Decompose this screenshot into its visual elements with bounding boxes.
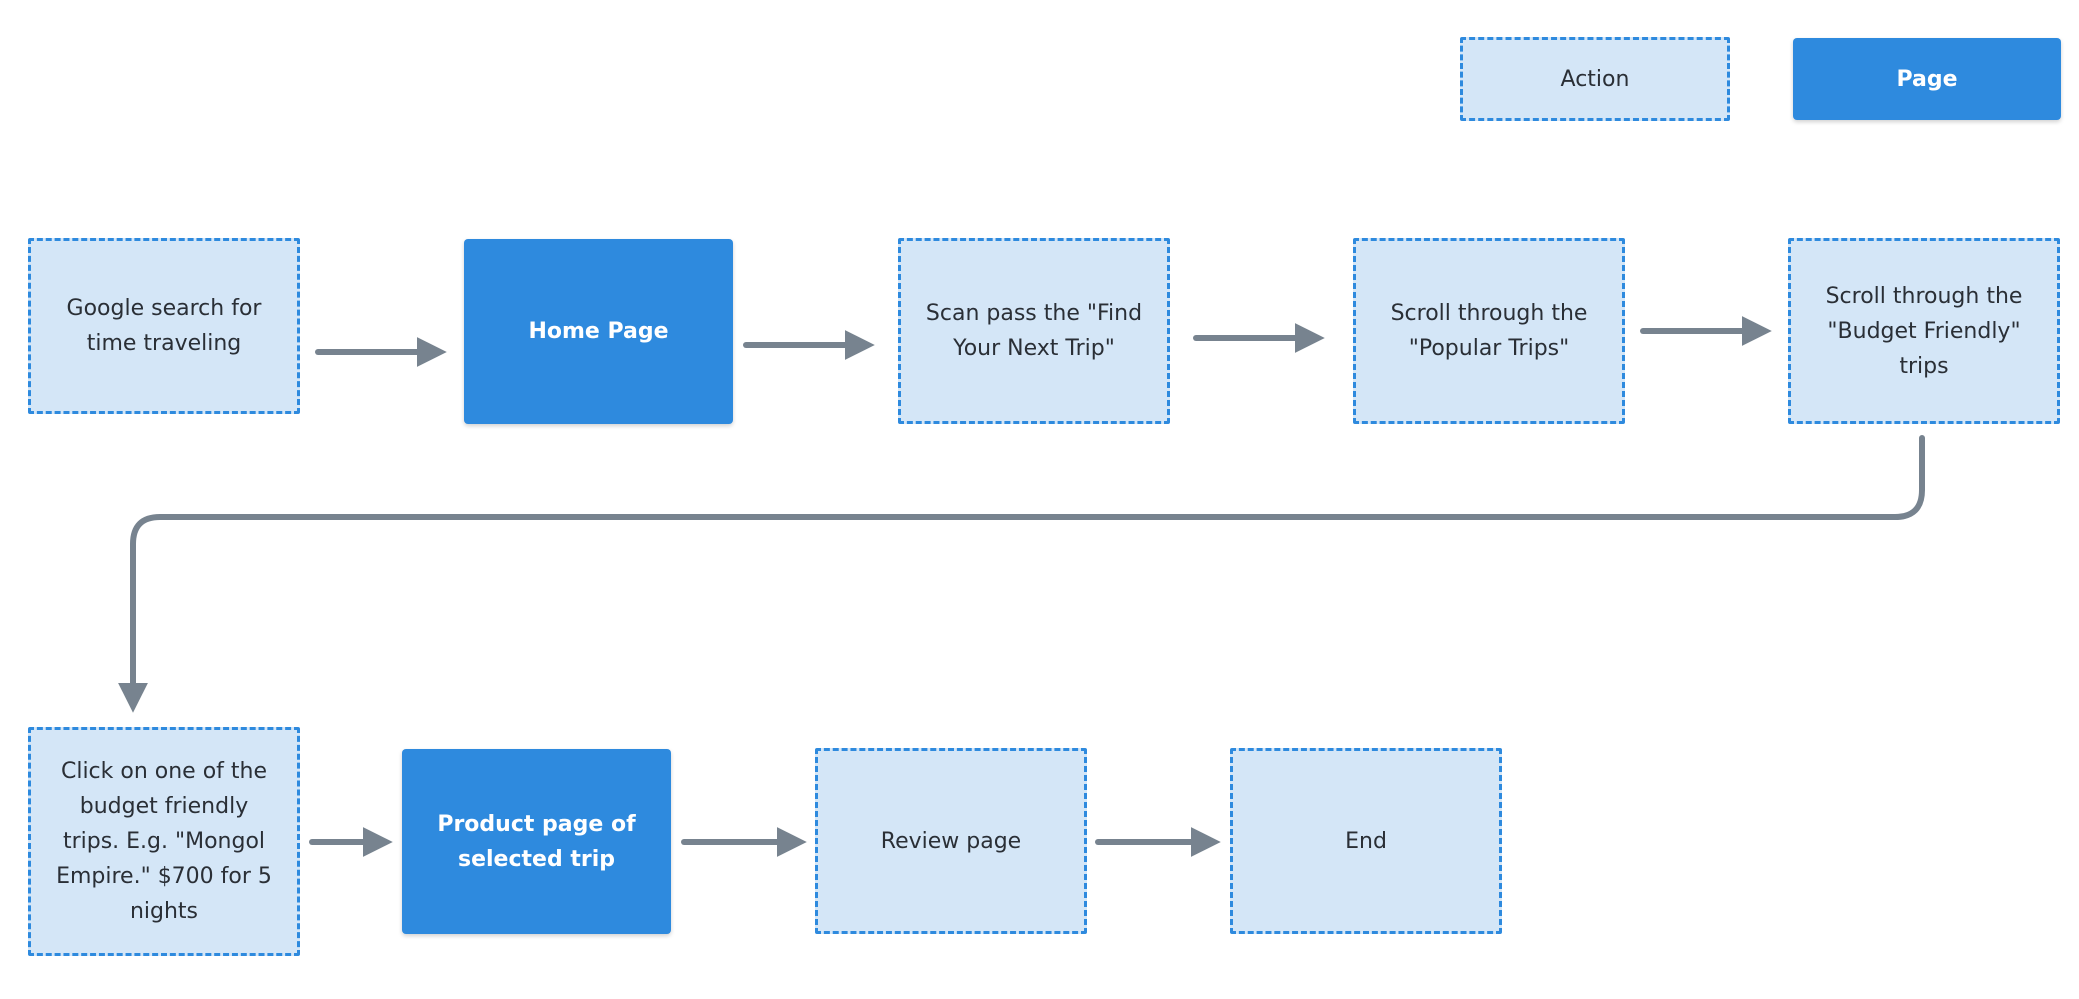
node-google-search: Google search for time traveling — [28, 238, 300, 414]
node-scan-find-trip: Scan pass the "Find Your Next Trip" — [898, 238, 1170, 424]
node-scroll-budget-label: Scroll through the "Budget Friendly" tri… — [1825, 283, 2023, 379]
node-scroll-budget: Scroll through the "Budget Friendly" tri… — [1788, 238, 2060, 424]
legend-page-label: Page — [1896, 66, 1958, 92]
node-scan-find-trip-label: Scan pass the "Find Your Next Trip" — [925, 301, 1143, 361]
legend-action: Action — [1460, 37, 1730, 121]
node-click-budget-trip: Click on one of the budget friendly trip… — [28, 727, 300, 956]
legend-action-label: Action — [1560, 66, 1630, 92]
node-click-budget-trip-label: Click on one of the budget friendly trip… — [56, 759, 272, 924]
node-end: End — [1230, 748, 1502, 934]
node-end-label: End — [1345, 828, 1387, 854]
node-home-page-label: Home Page — [528, 319, 669, 344]
node-home-page: Home Page — [464, 239, 733, 424]
node-scroll-popular: Scroll through the "Popular Trips" — [1353, 238, 1625, 424]
node-google-search-label: Google search for time traveling — [66, 296, 262, 356]
node-scroll-popular-label: Scroll through the "Popular Trips" — [1390, 301, 1588, 361]
node-review-page-label: Review page — [880, 828, 1022, 854]
arrow-budget-to-click — [118, 435, 1925, 713]
legend-page: Page — [1793, 38, 2061, 120]
node-review-page: Review page — [815, 748, 1087, 934]
node-product-page-label: Product page of selected trip — [437, 811, 636, 872]
node-product-page: Product page of selected trip — [402, 749, 671, 934]
